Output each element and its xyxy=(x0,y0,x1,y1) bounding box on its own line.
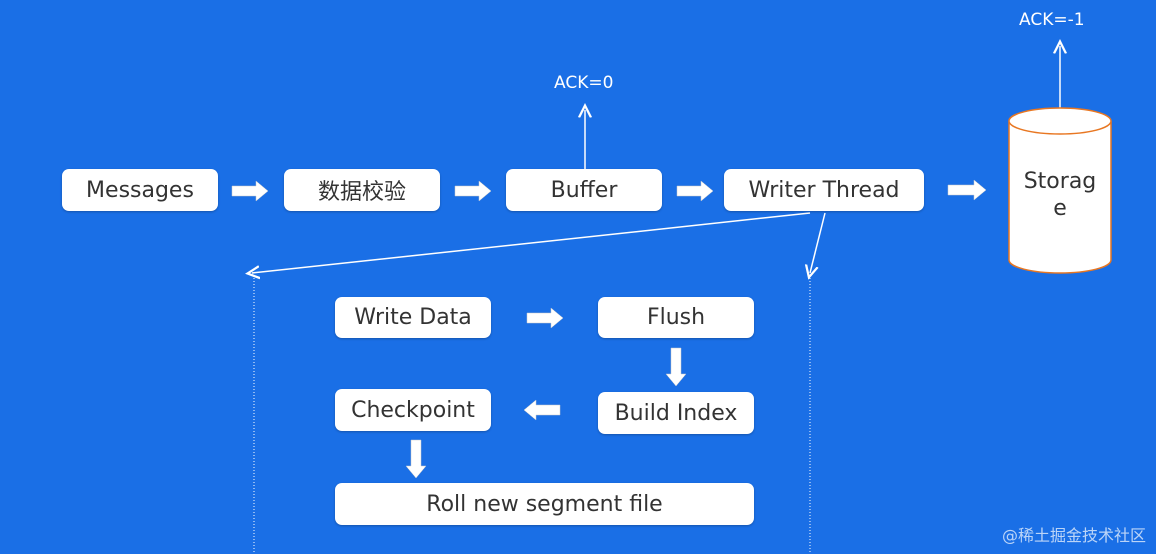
ack0-label: ACK=0 xyxy=(554,73,614,93)
checkpoint-box: Checkpoint xyxy=(335,389,491,431)
arrow-checkpoint-roll xyxy=(405,439,427,479)
storage-label: Storag e xyxy=(1023,169,1097,221)
validate-box: 数据校验 xyxy=(284,169,440,211)
ack-minus1-label: ACK=-1 xyxy=(1019,10,1085,30)
arrow-buffer-writer xyxy=(676,180,714,202)
arrow-validate-buffer xyxy=(454,180,492,202)
expand-right-line xyxy=(810,212,826,273)
arrow-write-flush xyxy=(526,307,564,329)
flush-box: Flush xyxy=(598,297,754,338)
storage-cylinder xyxy=(1008,107,1112,274)
arrow-flush-index xyxy=(665,347,687,387)
watermark: @稀土掘金技术社区 xyxy=(1001,526,1146,545)
writer-thread-box: Writer Thread xyxy=(724,169,924,211)
arrow-messages-validate xyxy=(231,180,269,202)
arrow-index-checkpoint xyxy=(523,399,561,421)
roll-segment-box: Roll new segment file xyxy=(335,483,754,525)
buffer-box: Buffer xyxy=(506,169,662,211)
arrow-writer-storage xyxy=(947,179,987,201)
expand-left-line xyxy=(252,212,811,273)
write-data-box: Write Data xyxy=(335,297,491,338)
build-index-box: Build Index xyxy=(598,392,754,434)
messages-box: Messages xyxy=(62,169,218,211)
